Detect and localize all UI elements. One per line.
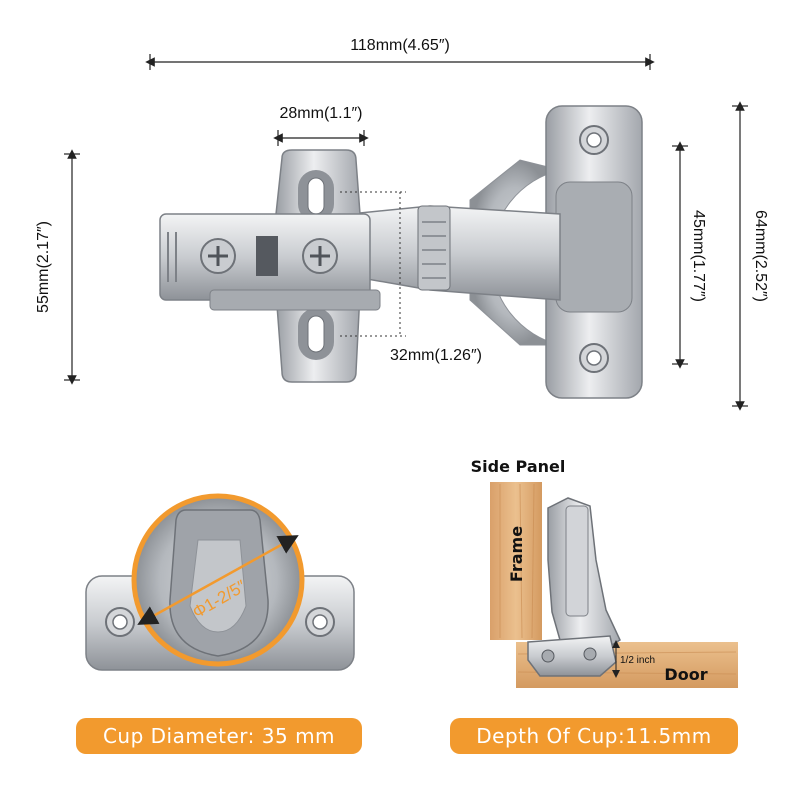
cup-diameter-line (137, 535, 299, 625)
dimension-hole-spacing: 32mm(1.26″) (340, 191, 482, 364)
cup-diameter-badge: Cup Diameter: 35 mm (76, 718, 362, 754)
dimension-cup-plate-height: 64mm(2.52″) (732, 101, 769, 411)
overall-length-label: 118mm(4.65″) (350, 37, 450, 54)
dimension-mount-height: 55mm(2.17″) (35, 149, 80, 385)
mount-height-label: 55mm(2.17″) (35, 221, 52, 313)
door-label: Door (664, 665, 707, 684)
plate-width-label: 28mm(1.1″) (279, 105, 362, 122)
frame-label: Frame (507, 526, 526, 582)
cup-detail-view: Φ1-2/5″ (85, 493, 355, 671)
hinge-top-view (159, 105, 643, 399)
dimension-plate-width: 28mm(1.1″) (273, 105, 369, 146)
overlay-label: 1/2 inch (620, 655, 655, 666)
arm-height-label: 45mm(1.77″) (690, 210, 707, 302)
hinge-arm (349, 205, 561, 301)
dimension-overall-length: 118mm(4.65″) (145, 37, 655, 70)
install-diagram: Side Panel Frame Door 1/2 inch (471, 457, 738, 688)
cup-depth-badge: Depth Of Cup:11.5mm (450, 718, 738, 754)
hole-spacing-label: 32mm(1.26″) (390, 347, 482, 364)
dimension-arm-height: 45mm(1.77″) (672, 141, 707, 369)
cup-plate-height-label: 64mm(2.52″) (752, 210, 769, 302)
side-panel-label: Side Panel (471, 457, 566, 476)
